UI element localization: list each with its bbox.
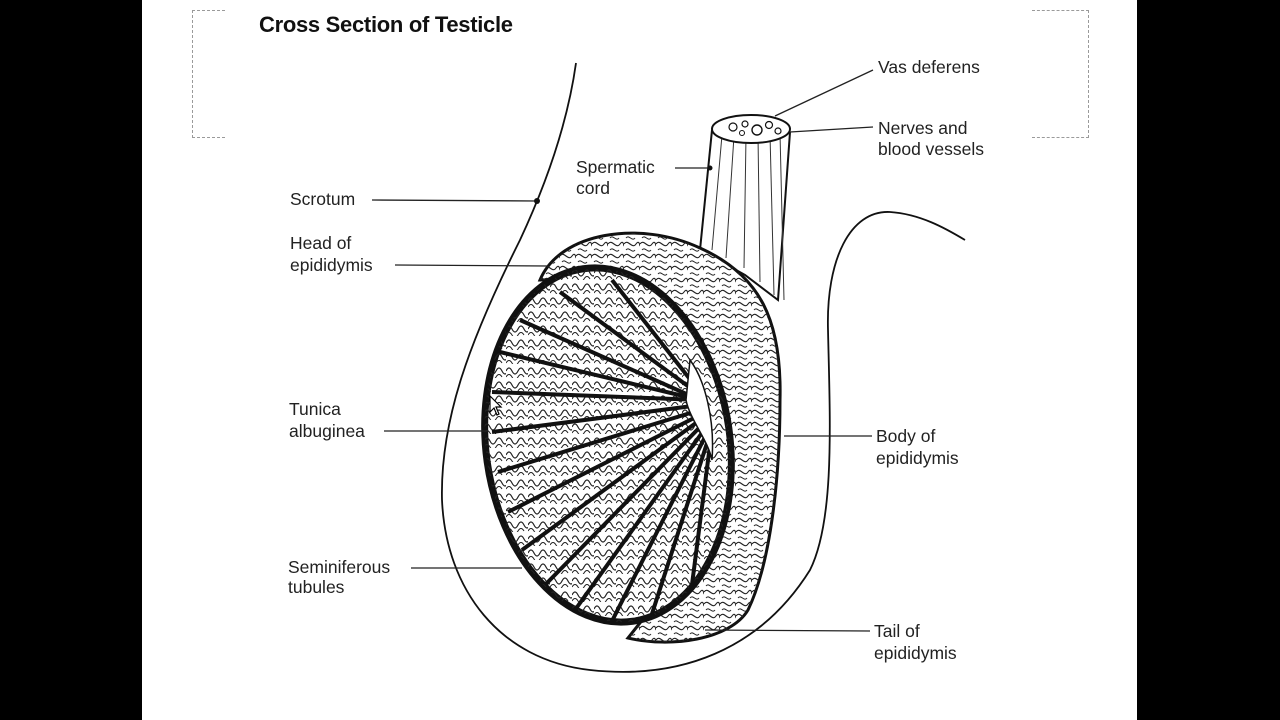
testis bbox=[480, 260, 740, 639]
dashed-frame-left bbox=[192, 10, 225, 138]
label-nerves-line1: Nerves and bbox=[878, 118, 968, 138]
label-head-line2: epididymis bbox=[290, 255, 373, 275]
label-tail-line1: Tail of bbox=[874, 621, 920, 641]
scrotum-pointer-dot bbox=[534, 198, 540, 204]
spermatic-cord bbox=[698, 114, 791, 302]
label-semi-line1: Seminiferous bbox=[288, 557, 391, 577]
mouse-cursor-icon bbox=[489, 395, 503, 416]
label-spermatic-line2: cord bbox=[576, 178, 611, 198]
label-semi-line2: tubules bbox=[288, 577, 345, 597]
cord-pointer-dot bbox=[707, 165, 713, 171]
label-spermatic-line1: Spermatic bbox=[576, 157, 655, 177]
leader-lines bbox=[371, 69, 874, 632]
label-body-line2: epididymis bbox=[876, 448, 959, 468]
label-head-line1: Head of bbox=[290, 233, 352, 253]
label-scrotum: Scrotum bbox=[290, 189, 356, 209]
diagram-title: Cross Section of Testicle bbox=[259, 12, 513, 37]
dashed-frame-right bbox=[1032, 10, 1089, 138]
label-nerves-line2: blood vessels bbox=[878, 139, 985, 159]
label-tunica-line2: albuginea bbox=[289, 421, 365, 441]
scrotum-outline bbox=[441, 62, 966, 673]
label-tunica-line1: Tunica bbox=[289, 399, 341, 419]
label-body-line1: Body of bbox=[876, 426, 936, 446]
label-tail-line2: epididymis bbox=[874, 643, 957, 663]
label-vas-deferens: Vas deferens bbox=[878, 57, 980, 77]
